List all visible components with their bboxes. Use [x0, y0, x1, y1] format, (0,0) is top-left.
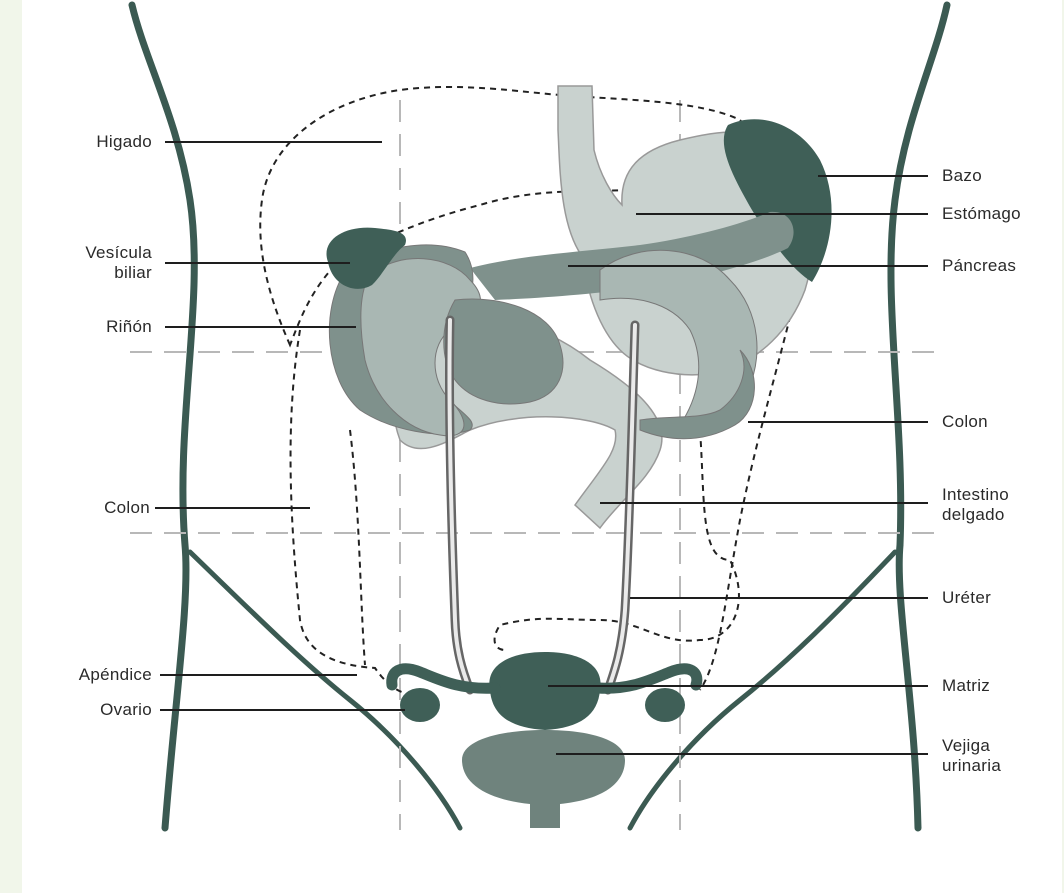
uterus-shape [489, 652, 600, 730]
label-higado: Higado [60, 132, 152, 152]
label-estomago: Estómago [942, 204, 1057, 224]
label-apendice: Apéndice [30, 665, 152, 685]
label-bazo: Bazo [942, 166, 1057, 186]
label-ovario: Ovario [50, 700, 152, 720]
ovary-right [645, 688, 685, 722]
label-vesicula: Vesícula biliar [40, 243, 152, 283]
label-vejiga: Vejiga urinaria [942, 736, 1057, 776]
label-pancreas: Páncreas [942, 256, 1057, 276]
label-matriz: Matriz [942, 676, 1057, 696]
ovary-left [400, 688, 440, 722]
label-ureter: Uréter [942, 588, 1057, 608]
bladder-shape [462, 730, 625, 828]
label-colon-left: Colon [50, 498, 150, 518]
label-colon-right: Colon [942, 412, 1057, 432]
label-intestino: Intestino delgado [942, 485, 1057, 525]
label-rinon: Riñón [60, 317, 152, 337]
